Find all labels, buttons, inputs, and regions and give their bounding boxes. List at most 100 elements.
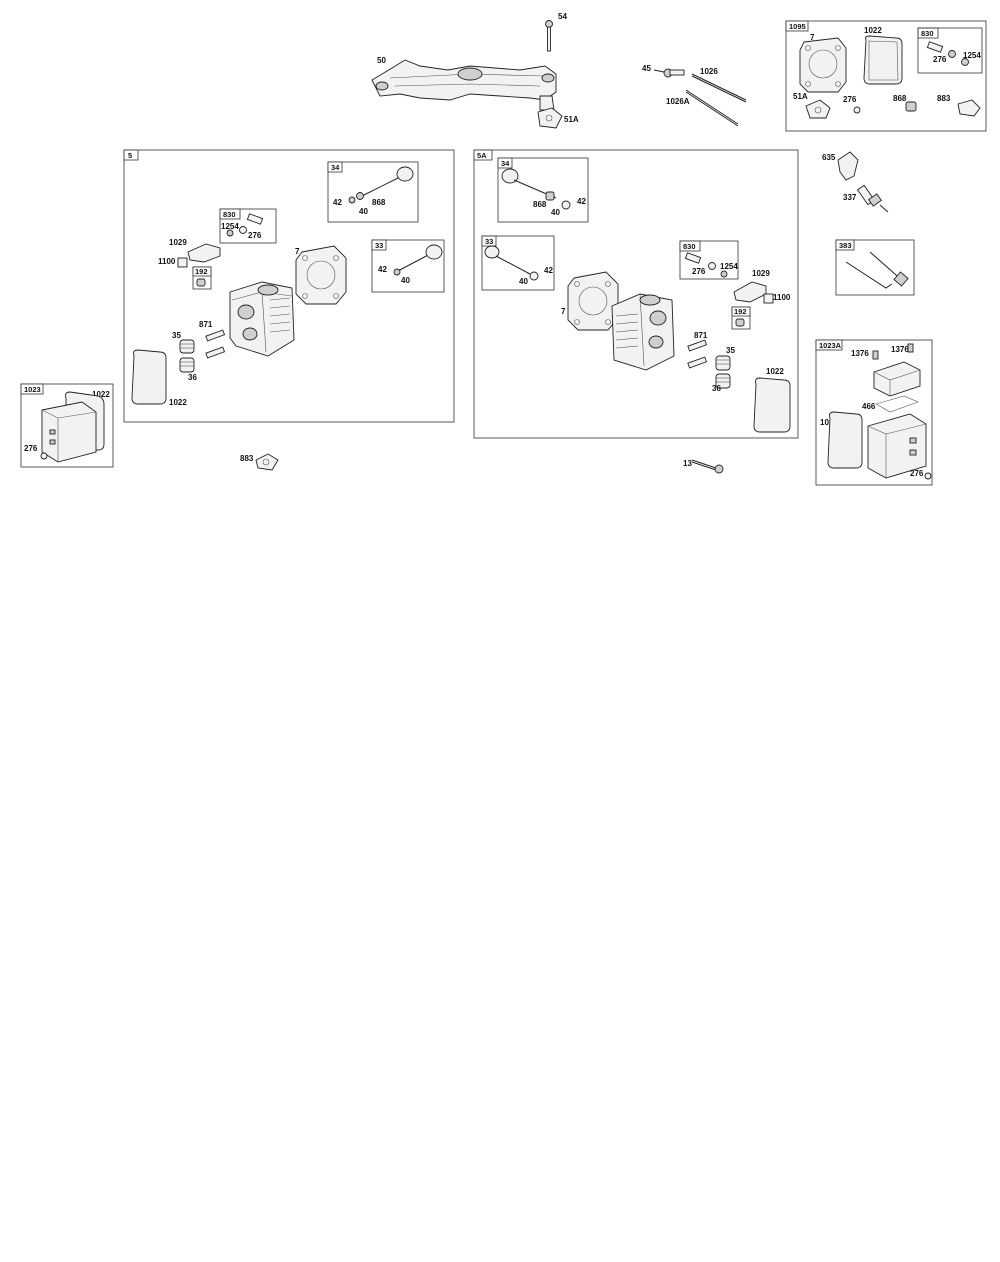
manifold-bolt bbox=[545, 20, 553, 52]
label-51a[interactable]: 51A bbox=[793, 92, 808, 101]
callout-54[interactable]: 54 bbox=[558, 12, 567, 21]
screw-1376 bbox=[907, 343, 914, 353]
group-5a-34-tag[interactable]: 34 bbox=[501, 159, 510, 168]
valve-cover bbox=[41, 401, 97, 463]
label-276[interactable]: 276 bbox=[692, 267, 706, 276]
valve-spring-36 bbox=[179, 357, 195, 373]
gasket-51a bbox=[805, 99, 831, 119]
label-871[interactable]: 871 bbox=[694, 331, 708, 340]
washer-276 bbox=[853, 106, 861, 114]
breather-tube-45 bbox=[653, 68, 685, 78]
group-5-33-tag[interactable]: 33 bbox=[375, 241, 383, 250]
manifold-gasket-51a bbox=[537, 107, 563, 129]
group-1023: 1023 1022 276 bbox=[20, 383, 114, 468]
callout-883-bottom[interactable]: 883 bbox=[240, 454, 254, 463]
label-1376[interactable]: 1376 bbox=[851, 349, 869, 358]
label-36[interactable]: 36 bbox=[188, 373, 197, 382]
label-1254[interactable]: 1254 bbox=[221, 222, 239, 231]
label-35[interactable]: 35 bbox=[172, 331, 181, 340]
group-5-34-tag[interactable]: 34 bbox=[331, 163, 340, 172]
group-5a-33-tag[interactable]: 33 bbox=[485, 237, 493, 246]
bolt-13 bbox=[691, 459, 724, 474]
breather-cover bbox=[873, 361, 921, 397]
label-883[interactable]: 883 bbox=[937, 94, 951, 103]
callout-1026a[interactable]: 1026A bbox=[666, 97, 690, 106]
label-35[interactable]: 35 bbox=[726, 346, 735, 355]
label-1029[interactable]: 1029 bbox=[752, 269, 770, 278]
head-gasket bbox=[799, 37, 847, 93]
group-1095-830-tag[interactable]: 830 bbox=[921, 29, 934, 38]
rocker-bracket bbox=[177, 257, 188, 268]
valve-spring-36 bbox=[715, 373, 731, 389]
label-40[interactable]: 40 bbox=[551, 208, 560, 217]
group-5-tag[interactable]: 5 bbox=[128, 151, 132, 160]
label-868[interactable]: 868 bbox=[372, 198, 386, 207]
screw-1376 bbox=[872, 350, 879, 360]
group-383-tag[interactable]: 383 bbox=[839, 241, 852, 250]
rocker-arm bbox=[187, 243, 221, 263]
label-1376[interactable]: 1376 bbox=[891, 345, 909, 354]
label-42[interactable]: 42 bbox=[333, 198, 342, 207]
group-5a-830-tag[interactable]: 830 bbox=[683, 242, 696, 251]
label-466[interactable]: 466 bbox=[862, 402, 876, 411]
label-1100[interactable]: 1100 bbox=[158, 257, 176, 266]
group-1023-tag[interactable]: 1023 bbox=[24, 385, 41, 394]
label-1022[interactable]: 1022 bbox=[169, 398, 187, 407]
manifold-assembly: 54 50 51A bbox=[371, 12, 579, 129]
callout-635[interactable]: 635 bbox=[822, 153, 836, 162]
label-1254[interactable]: 1254 bbox=[720, 262, 738, 271]
label-7[interactable]: 7 bbox=[810, 33, 815, 42]
label-276[interactable]: 276 bbox=[24, 444, 38, 453]
label-40[interactable]: 40 bbox=[359, 207, 368, 216]
callout-13[interactable]: 13 bbox=[683, 459, 692, 468]
callout-1026[interactable]: 1026 bbox=[700, 67, 718, 76]
group-5a-192-tag[interactable]: 192 bbox=[734, 307, 747, 316]
label-1022[interactable]: 1022 bbox=[766, 367, 784, 376]
label-868[interactable]: 868 bbox=[533, 200, 547, 209]
group-5a-tag[interactable]: 5A bbox=[477, 151, 487, 160]
label-36[interactable]: 36 bbox=[712, 384, 721, 393]
callout-337[interactable]: 337 bbox=[843, 193, 857, 202]
cylinder-head-gasket bbox=[567, 271, 619, 331]
callout-45[interactable]: 45 bbox=[642, 64, 651, 73]
label-1022[interactable]: 1022 bbox=[92, 390, 110, 399]
label-40[interactable]: 40 bbox=[519, 277, 528, 286]
valve-spring-35 bbox=[179, 339, 195, 354]
callout-50[interactable]: 50 bbox=[377, 56, 386, 65]
valve-cover bbox=[867, 413, 927, 479]
label-42[interactable]: 42 bbox=[544, 266, 553, 275]
label-1100[interactable]: 1100 bbox=[773, 293, 791, 302]
label-42[interactable]: 42 bbox=[577, 197, 586, 206]
cylinder-head bbox=[611, 293, 675, 371]
gasket-883-bottom bbox=[255, 453, 279, 471]
callout-51a-top[interactable]: 51A bbox=[564, 115, 579, 124]
label-1029[interactable]: 1029 bbox=[169, 238, 187, 247]
label-40[interactable]: 40 bbox=[401, 276, 410, 285]
group-5-830-tag[interactable]: 830 bbox=[223, 210, 236, 219]
label-7[interactable]: 7 bbox=[561, 307, 566, 316]
label-868[interactable]: 868 bbox=[893, 94, 907, 103]
label-7[interactable]: 7 bbox=[295, 247, 300, 256]
spark-plug-tool bbox=[845, 251, 909, 289]
label-871[interactable]: 871 bbox=[199, 320, 213, 329]
label-276[interactable]: 276 bbox=[910, 469, 924, 478]
group-5a: 5A 34 868 40 42 33 40 42 7 bbox=[473, 149, 799, 439]
cylinder-head-gasket bbox=[295, 245, 347, 305]
group-1023a: 1023A 1376 1376 466 1022 276 bbox=[815, 339, 933, 486]
valve-spring-35 bbox=[715, 355, 731, 371]
group-1095-tag[interactable]: 1095 bbox=[789, 22, 806, 31]
group-1023a-tag[interactable]: 1023A bbox=[819, 341, 842, 350]
washer-276 bbox=[924, 472, 932, 480]
seal-868 bbox=[905, 101, 917, 112]
rocker-bracket bbox=[763, 293, 774, 304]
label-276[interactable]: 276 bbox=[843, 95, 857, 104]
label-1022[interactable]: 1022 bbox=[820, 418, 838, 427]
label-276[interactable]: 276 bbox=[248, 231, 262, 240]
gasket-466 bbox=[875, 395, 919, 413]
group-5-192-tag[interactable]: 192 bbox=[195, 267, 208, 276]
label-42[interactable]: 42 bbox=[378, 265, 387, 274]
label-1022[interactable]: 1022 bbox=[864, 26, 882, 35]
label-276[interactable]: 276 bbox=[933, 55, 947, 64]
label-1254[interactable]: 1254 bbox=[963, 51, 981, 60]
